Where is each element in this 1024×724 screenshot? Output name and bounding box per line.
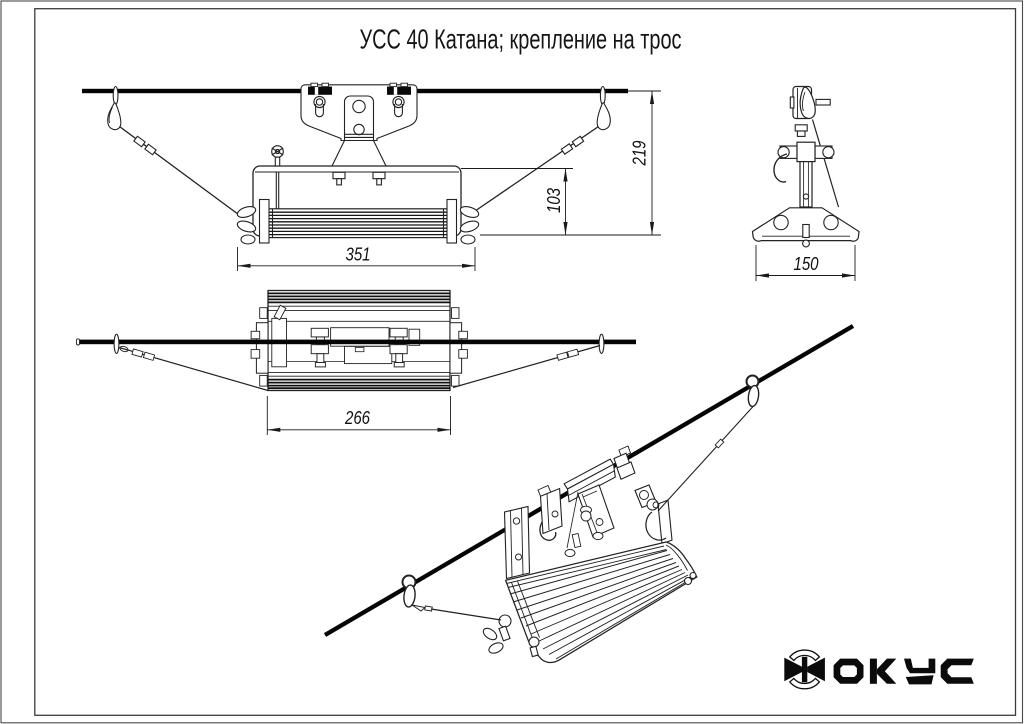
svg-text:УСС 40 Катана; крепление на тр: УСС 40 Катана; крепление на трос <box>359 24 681 55</box>
svg-text:150: 150 <box>793 253 819 274</box>
svg-text:266: 266 <box>344 407 370 428</box>
svg-text:103: 103 <box>543 187 564 213</box>
svg-text:219: 219 <box>629 140 650 166</box>
svg-text:351: 351 <box>345 244 370 265</box>
